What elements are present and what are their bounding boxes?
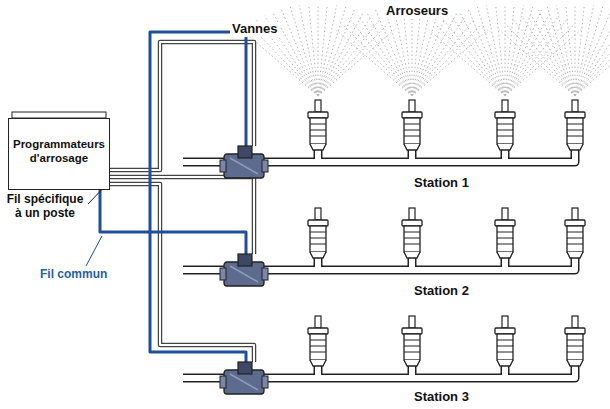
water-spray — [436, 24, 505, 96]
wire-label: Fil commun — [40, 268, 107, 282]
water-spray — [318, 7, 346, 96]
water-spray — [575, 16, 610, 96]
water-spray — [505, 9, 542, 96]
water-spray — [412, 12, 457, 96]
controller-label: Programmateurs d'arrosage — [9, 133, 109, 170]
valve-label: Vannes — [230, 22, 280, 37]
water-spray — [538, 9, 575, 96]
water-spray — [575, 12, 610, 96]
controller-box: Programmateurs d'arrosage — [8, 118, 110, 190]
water-spray — [505, 12, 550, 96]
water-spray — [460, 12, 505, 96]
water-spray — [318, 4, 327, 96]
water-spray — [566, 4, 575, 96]
water-spray — [575, 24, 610, 96]
water-spray — [318, 9, 355, 96]
water-spray — [367, 12, 412, 96]
water-spray — [575, 30, 610, 96]
water-spray — [412, 7, 440, 96]
water-spray — [505, 4, 506, 96]
water-spray — [318, 30, 394, 96]
water-spray — [443, 20, 505, 96]
station-label: Station 1 — [414, 176, 469, 191]
wire-label: Fil spécifique à un poste — [2, 193, 88, 221]
water-spray — [309, 4, 318, 96]
water-spray — [318, 12, 363, 96]
sprinkler-label: Arroseurs — [384, 4, 450, 19]
water-spray — [575, 4, 584, 96]
water-spray — [343, 24, 412, 96]
water-spray — [412, 30, 488, 96]
water-spray — [506, 24, 575, 96]
water-spray — [375, 9, 412, 96]
water-spray — [505, 20, 567, 96]
water-spray — [281, 9, 318, 96]
water-spray — [530, 12, 575, 96]
water-spray — [513, 20, 575, 96]
leader-line — [86, 236, 102, 266]
water-spray — [556, 5, 575, 96]
common-wire — [100, 32, 246, 362]
water-spray — [575, 7, 603, 96]
water-spray — [505, 4, 514, 96]
water-spray — [575, 9, 610, 96]
water-spray — [468, 9, 505, 96]
water-spray — [496, 4, 505, 96]
water-spray — [412, 20, 474, 96]
station-label: Station 3 — [414, 390, 469, 405]
water-spray — [299, 5, 318, 96]
station-label: Station 2 — [414, 284, 469, 299]
water-spray — [575, 4, 576, 96]
station-wires — [110, 42, 254, 362]
water-spray — [505, 7, 533, 96]
water-spray — [350, 20, 412, 96]
water-spray — [318, 20, 380, 96]
water-spray — [412, 9, 449, 96]
water-spray — [318, 4, 319, 96]
water-spray — [575, 20, 610, 96]
water-spray — [486, 5, 505, 96]
